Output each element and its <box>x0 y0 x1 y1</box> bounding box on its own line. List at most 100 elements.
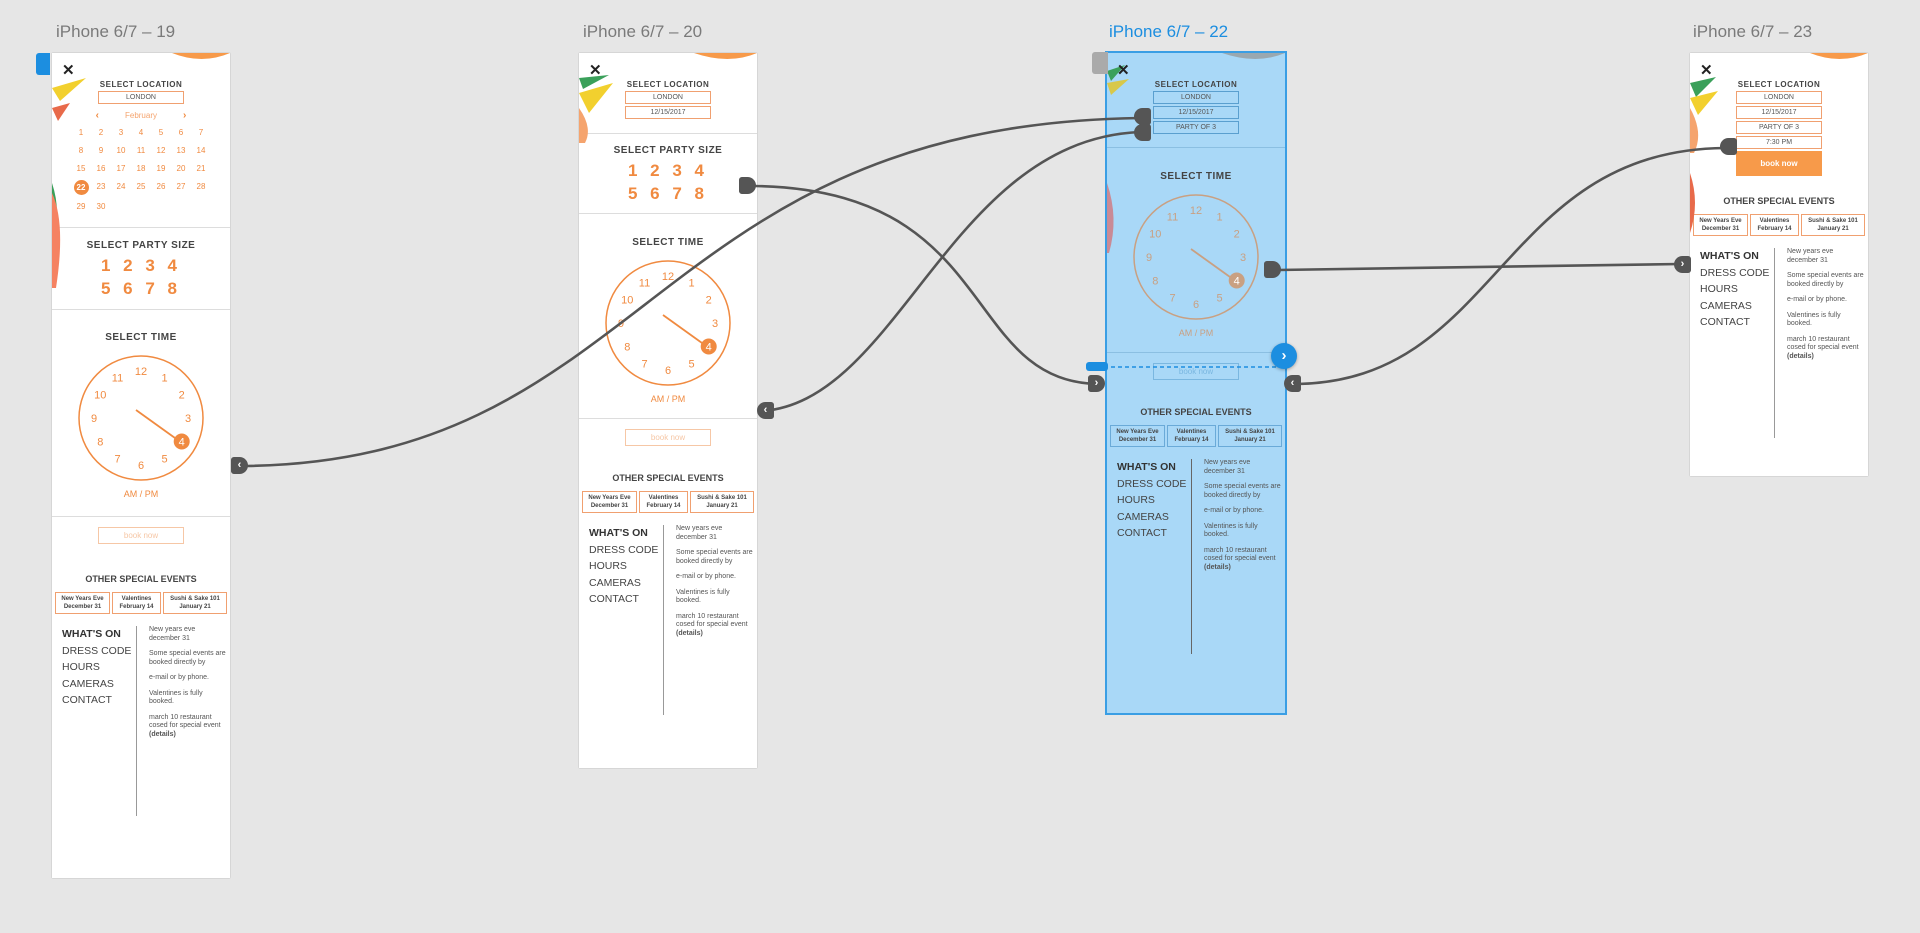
menu-hours[interactable]: HOURS <box>1117 494 1155 506</box>
artboard-title-23[interactable]: iPhone 6/7 – 23 <box>1693 22 1813 41</box>
calendar-day[interactable]: 8 <box>78 146 84 155</box>
details-link[interactable]: (details) <box>676 629 703 637</box>
calendar-day[interactable]: 24 <box>116 182 126 191</box>
calendar-day[interactable]: 9 <box>98 146 104 155</box>
party-size-row-1[interactable]: 1 2 3 4 <box>101 256 181 275</box>
chevron-left-icon[interactable]: ‹ <box>1284 375 1301 392</box>
add-link-button[interactable]: › <box>1271 343 1297 369</box>
artboard-20[interactable]: ✕ SELECT LOCATION LONDON 12/15/2017 SELE… <box>579 53 757 768</box>
location-field[interactable]: LONDON <box>1153 91 1239 104</box>
menu-dress-code[interactable]: DRESS CODE <box>589 543 659 556</box>
chevron-right-icon[interactable]: › <box>183 110 187 121</box>
link-pin[interactable] <box>1134 108 1151 125</box>
calendar-day[interactable]: 6 <box>178 128 184 137</box>
date-field[interactable]: 12/15/2017 <box>1153 106 1239 119</box>
location-field[interactable]: LONDON <box>98 91 184 104</box>
menu-hours[interactable]: HOURS <box>62 661 100 673</box>
chevron-left-icon[interactable]: ‹ <box>757 402 774 419</box>
calendar-day[interactable]: 16 <box>96 164 106 173</box>
calendar-day[interactable]: 29 <box>76 202 86 211</box>
menu-contact[interactable]: CONTACT <box>62 694 112 706</box>
link-pin[interactable] <box>739 177 756 194</box>
location-field[interactable]: LONDON <box>625 91 711 104</box>
artboard-title-20[interactable]: iPhone 6/7 – 20 <box>583 22 703 41</box>
menu-dress-code[interactable]: DRESS CODE <box>1117 477 1187 490</box>
close-icon[interactable]: ✕ <box>62 62 75 79</box>
calendar-day[interactable]: 3 <box>118 128 124 137</box>
close-icon[interactable]: ✕ <box>1700 62 1713 79</box>
selection-handle[interactable] <box>36 53 50 75</box>
selection-handle[interactable] <box>1092 52 1108 74</box>
ampm-toggle[interactable]: AM / PM <box>123 489 159 499</box>
location-field[interactable]: LONDON <box>1736 91 1822 104</box>
book-now-button[interactable]: book now <box>625 429 711 446</box>
chevron-left-icon[interactable]: ‹ <box>231 457 248 474</box>
calendar-day[interactable]: 20 <box>176 164 186 173</box>
menu-cameras[interactable]: CAMERAS <box>1117 510 1169 523</box>
menu-cameras[interactable]: CAMERAS <box>62 677 114 690</box>
calendar-day[interactable]: 12 <box>156 146 166 155</box>
calendar-day[interactable]: 19 <box>156 164 166 173</box>
book-now-button[interactable]: book now <box>1736 151 1822 176</box>
party-size-row-2[interactable]: 5 6 7 8 <box>101 279 181 298</box>
chevron-right-icon[interactable]: › <box>1674 256 1691 273</box>
calendar-day[interactable]: 18 <box>136 164 146 173</box>
menu-whats-on[interactable]: WHAT'S ON <box>62 628 121 640</box>
menu-hours[interactable]: HOURS <box>589 560 627 572</box>
calendar-day[interactable]: 21 <box>196 164 206 173</box>
calendar-day[interactable]: 13 <box>176 146 186 155</box>
calendar-day[interactable]: 14 <box>196 146 206 155</box>
book-now-button[interactable]: book now <box>98 527 184 544</box>
calendar-day[interactable]: 26 <box>156 182 166 191</box>
menu-cameras[interactable]: CAMERAS <box>589 576 641 589</box>
menu-contact[interactable]: CONTACT <box>1700 316 1750 328</box>
calendar-day[interactable]: 7 <box>198 128 204 137</box>
artboard-title-22[interactable]: iPhone 6/7 – 22 <box>1109 22 1229 41</box>
close-icon[interactable]: ✕ <box>589 62 602 79</box>
chevron-right-icon[interactable]: › <box>1088 375 1105 392</box>
party-field[interactable]: PARTY OF 3 <box>1736 121 1822 134</box>
close-icon[interactable]: ✕ <box>1117 62 1130 79</box>
calendar-day[interactable]: 11 <box>136 146 146 155</box>
chevron-left-icon[interactable]: ‹ <box>95 110 99 121</box>
party-field[interactable]: PARTY OF 3 <box>1153 121 1239 134</box>
calendar-day[interactable]: 5 <box>158 128 164 137</box>
details-link[interactable]: (details) <box>1787 352 1814 360</box>
link-pin[interactable] <box>1264 261 1281 278</box>
calendar-day[interactable]: 23 <box>96 182 106 191</box>
details-link[interactable]: (details) <box>1204 563 1231 571</box>
details-link[interactable]: (details) <box>149 730 176 738</box>
menu-dress-code[interactable]: DRESS CODE <box>62 644 132 657</box>
menu-contact[interactable]: CONTACT <box>1117 527 1167 539</box>
menu-whats-on[interactable]: WHAT'S ON <box>589 527 648 539</box>
book-now-button[interactable]: book now <box>1153 363 1239 380</box>
menu-whats-on[interactable]: WHAT'S ON <box>1117 461 1176 473</box>
link-pin[interactable] <box>1134 124 1151 141</box>
calendar-day[interactable]: 25 <box>136 182 146 191</box>
artboard-22[interactable]: ✕ SELECT LOCATION LONDON 12/15/2017 PART… <box>1105 51 1287 715</box>
artboard-title-19[interactable]: iPhone 6/7 – 19 <box>56 22 176 41</box>
calendar-day[interactable]: 4 <box>138 128 144 137</box>
calendar-day[interactable]: 1 <box>78 128 84 137</box>
calendar-day[interactable]: 30 <box>96 202 106 211</box>
menu-contact[interactable]: CONTACT <box>589 593 639 605</box>
calendar-day[interactable]: 28 <box>196 182 206 191</box>
calendar-day[interactable]: 15 <box>76 164 86 173</box>
calendar-day[interactable]: 10 <box>116 146 126 155</box>
calendar-day[interactable]: 2 <box>98 128 104 137</box>
calendar-day[interactable]: 27 <box>176 182 186 191</box>
calendar-day[interactable]: 17 <box>116 164 126 173</box>
